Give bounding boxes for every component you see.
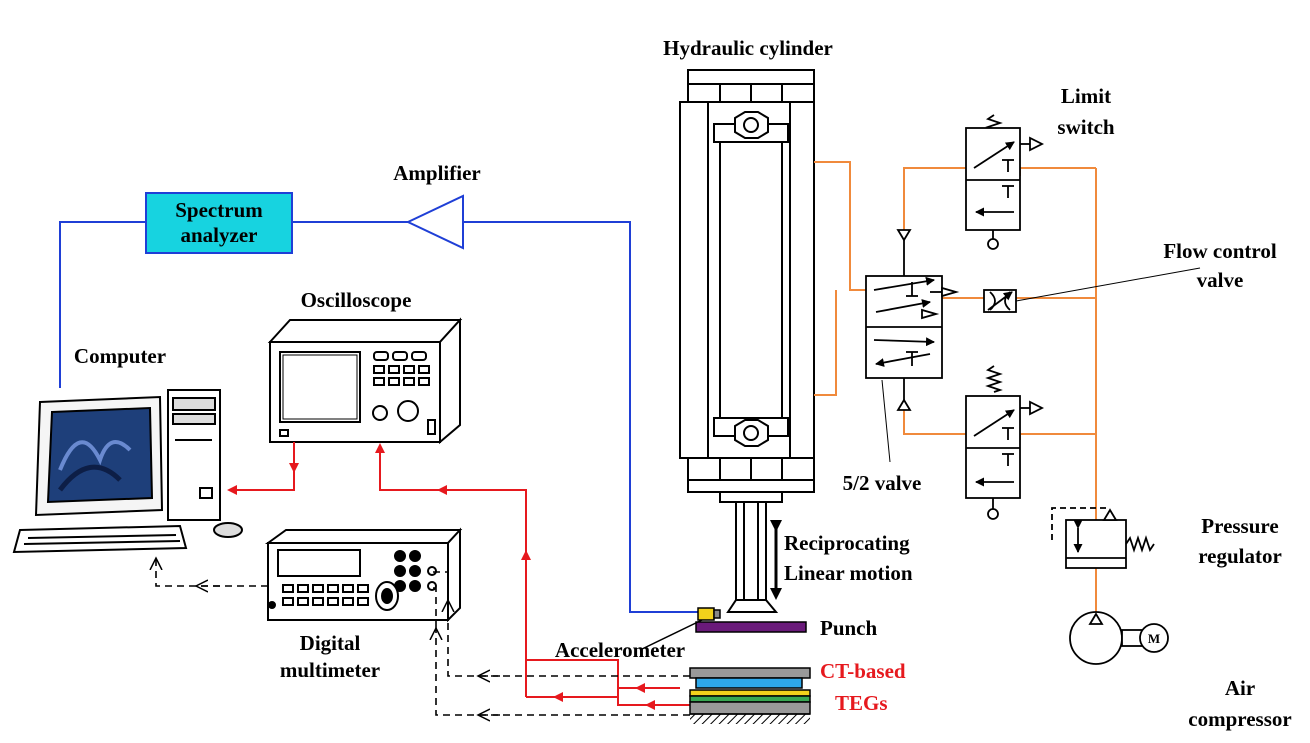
pneumatic-lines	[814, 161, 1097, 620]
air-compressor-label-2: compressor	[1188, 707, 1291, 731]
limit-switch-top	[965, 114, 1045, 250]
valve-52-label: 5/2 valve	[843, 471, 922, 495]
ct-tegs-label-1: CT-based	[820, 659, 906, 683]
ct-based-tegs	[689, 667, 811, 724]
motor-label: M	[1148, 631, 1160, 646]
punch	[695, 621, 807, 633]
flow-control-label-1: Flow control	[1163, 239, 1277, 263]
spectrum-analyzer-label-1: Spectrum	[175, 198, 263, 222]
hydraulic-cylinder-label: Hydraulic cylinder	[663, 36, 833, 60]
limit-switch-label-1: Limit	[1061, 84, 1111, 108]
dashed-signal-lines	[156, 558, 690, 715]
digital-multimeter-label-2: multimeter	[280, 658, 380, 682]
pressure-regulator-label-1: Pressure	[1201, 514, 1278, 538]
blue-signal-lines	[59, 221, 698, 613]
flow-control-valve	[983, 267, 1201, 313]
air-compressor	[1069, 611, 1169, 665]
ct-tegs-label-2: TEGs	[835, 691, 888, 715]
five-two-valve	[865, 229, 960, 411]
limit-switch-label-2: switch	[1057, 115, 1114, 139]
amplifier	[405, 194, 464, 250]
limit-switch-bottom	[965, 365, 1045, 520]
oscilloscope-icon	[267, 317, 463, 445]
oscilloscope-label: Oscilloscope	[301, 288, 412, 312]
digital-multimeter-icon	[264, 527, 463, 623]
punch-label: Punch	[820, 616, 878, 640]
red-signal-lines	[227, 442, 690, 710]
air-compressor-label-1: Air	[1225, 676, 1255, 700]
spectrum-analyzer-label-2: analyzer	[181, 223, 258, 247]
pressure-regulator	[1051, 507, 1155, 569]
reciprocating-label-2: Linear motion	[784, 561, 913, 585]
reciprocating-label-1: Reciprocating	[784, 531, 910, 555]
accelerometer-label: Accelerometer	[555, 638, 685, 662]
computer-icon	[12, 389, 243, 554]
flow-control-label-2: valve	[1197, 268, 1244, 292]
accelerometer	[639, 607, 721, 651]
spectrum-analyzer: Spectrum analyzer	[145, 192, 293, 254]
amplifier-label: Amplifier	[393, 161, 480, 185]
hydraulic-cylinder	[679, 69, 815, 613]
digital-multimeter-label-1: Digital	[300, 631, 361, 655]
valve-52-leader	[881, 379, 891, 463]
pressure-regulator-label-2: regulator	[1198, 544, 1282, 568]
computer-label: Computer	[74, 344, 166, 368]
